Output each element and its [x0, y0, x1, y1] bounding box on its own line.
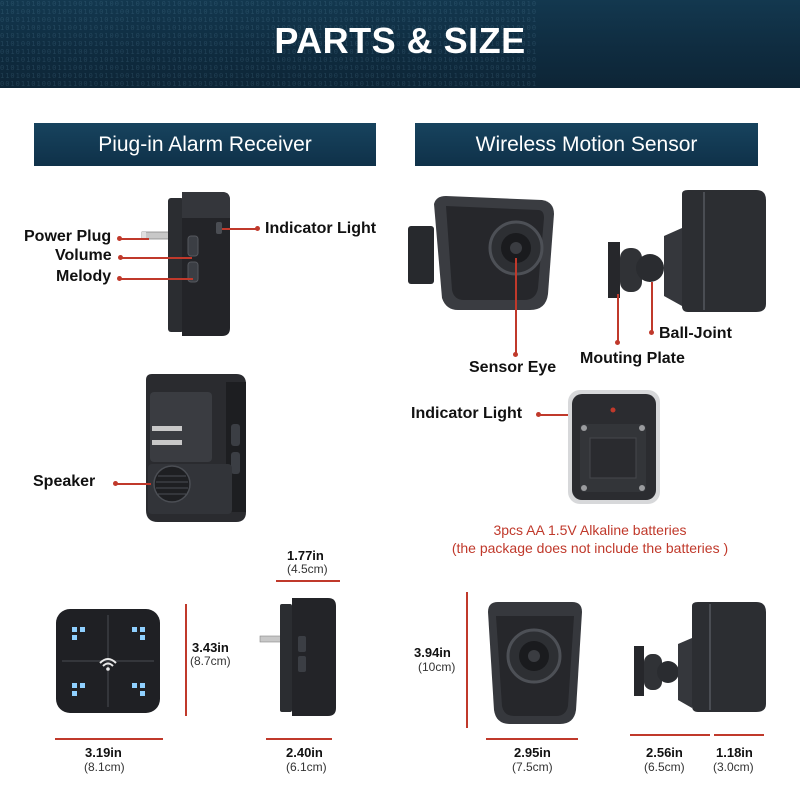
dimension-line	[276, 580, 340, 582]
dim-sensor-depth-cm: (6.5cm)	[644, 760, 685, 774]
callout-dot	[118, 255, 123, 260]
sensor-front-view	[402, 190, 562, 318]
dim-sensor-depth: 2.56in	[646, 745, 683, 760]
dimension-line	[266, 738, 332, 740]
dim-receiver-width-cm: (8.1cm)	[84, 760, 125, 774]
receiver-side-view	[130, 188, 240, 338]
battery-note-line2: (the package does not include the batter…	[451, 540, 729, 556]
section-header-sensor: Wireless Motion Sensor	[415, 123, 758, 166]
callout-dot	[113, 481, 118, 486]
callout-dot	[649, 330, 654, 335]
dim-sensor-width: 2.95in	[514, 745, 551, 760]
dim-sensor-mount-cm: (3.0cm)	[713, 760, 754, 774]
callout-dot	[117, 276, 122, 281]
label-mounting-plate: Mouting Plate	[580, 350, 685, 367]
label-power-plug: Power Plug	[24, 228, 112, 245]
dimension-line	[185, 604, 187, 716]
dim-receiver-width: 3.19in	[85, 745, 122, 760]
dim-sensor-height: 3.94in	[414, 645, 451, 660]
callout-line	[651, 282, 653, 332]
dim-receiver-height: 3.43in	[192, 640, 229, 655]
receiver-side-view-small	[258, 596, 340, 718]
callout-dot	[513, 352, 518, 357]
dim-receiver-side: 2.40in	[286, 745, 323, 760]
dimension-line	[630, 734, 710, 736]
page-title: PARTS & SIZE	[274, 20, 526, 61]
dim-receiver-depth-cm: (4.5cm)	[287, 562, 328, 576]
label-melody: Melody	[56, 268, 112, 285]
dimension-line	[466, 592, 468, 728]
dimension-line	[714, 734, 764, 736]
dim-sensor-height-cm: (10cm)	[418, 660, 456, 674]
callout-dot	[117, 236, 122, 241]
label-sensor-indicator-light: Indicator Light	[411, 405, 523, 422]
callout-dot	[255, 226, 260, 231]
dim-sensor-mount: 1.18in	[716, 745, 753, 760]
section-header-receiver: Piug-in Alarm Receiver	[34, 123, 376, 166]
label-indicator-light: Indicator Light	[265, 220, 377, 237]
callout-line	[222, 228, 256, 230]
callout-line	[121, 278, 193, 280]
callout-line	[515, 258, 517, 354]
callout-line	[617, 294, 619, 344]
label-ball-joint: Ball-Joint	[659, 325, 732, 342]
dim-sensor-width-cm: (7.5cm)	[512, 760, 553, 774]
label-speaker: Speaker	[33, 473, 96, 490]
callout-line	[121, 238, 149, 240]
dim-receiver-depth: 1.77in	[287, 548, 324, 563]
label-volume: Volume	[55, 247, 112, 264]
callout-dot	[615, 340, 620, 345]
dim-receiver-side-cm: (6.1cm)	[286, 760, 327, 774]
receiver-front-view	[54, 607, 162, 715]
callout-line	[122, 257, 192, 259]
label-sensor-eye: Sensor Eye	[469, 359, 557, 376]
sensor-side-view-small	[630, 600, 770, 716]
sensor-front-view-small	[482, 598, 586, 728]
dimension-line	[486, 738, 578, 740]
binary-pattern-decoration: 0101101001011100101010011101001011010010…	[0, 0, 538, 88]
top-banner: 0101101001011100101010011101001011010010…	[0, 0, 800, 88]
callout-dot	[536, 412, 541, 417]
battery-note-line1: 3pcs AA 1.5V Alkaline batteries	[493, 522, 687, 538]
dim-receiver-height-cm: (8.7cm)	[190, 654, 231, 668]
dimension-line	[55, 738, 163, 740]
sensor-back-view	[566, 388, 662, 506]
callout-line	[117, 483, 151, 485]
receiver-back-view	[136, 372, 256, 524]
sensor-side-view	[604, 188, 770, 316]
